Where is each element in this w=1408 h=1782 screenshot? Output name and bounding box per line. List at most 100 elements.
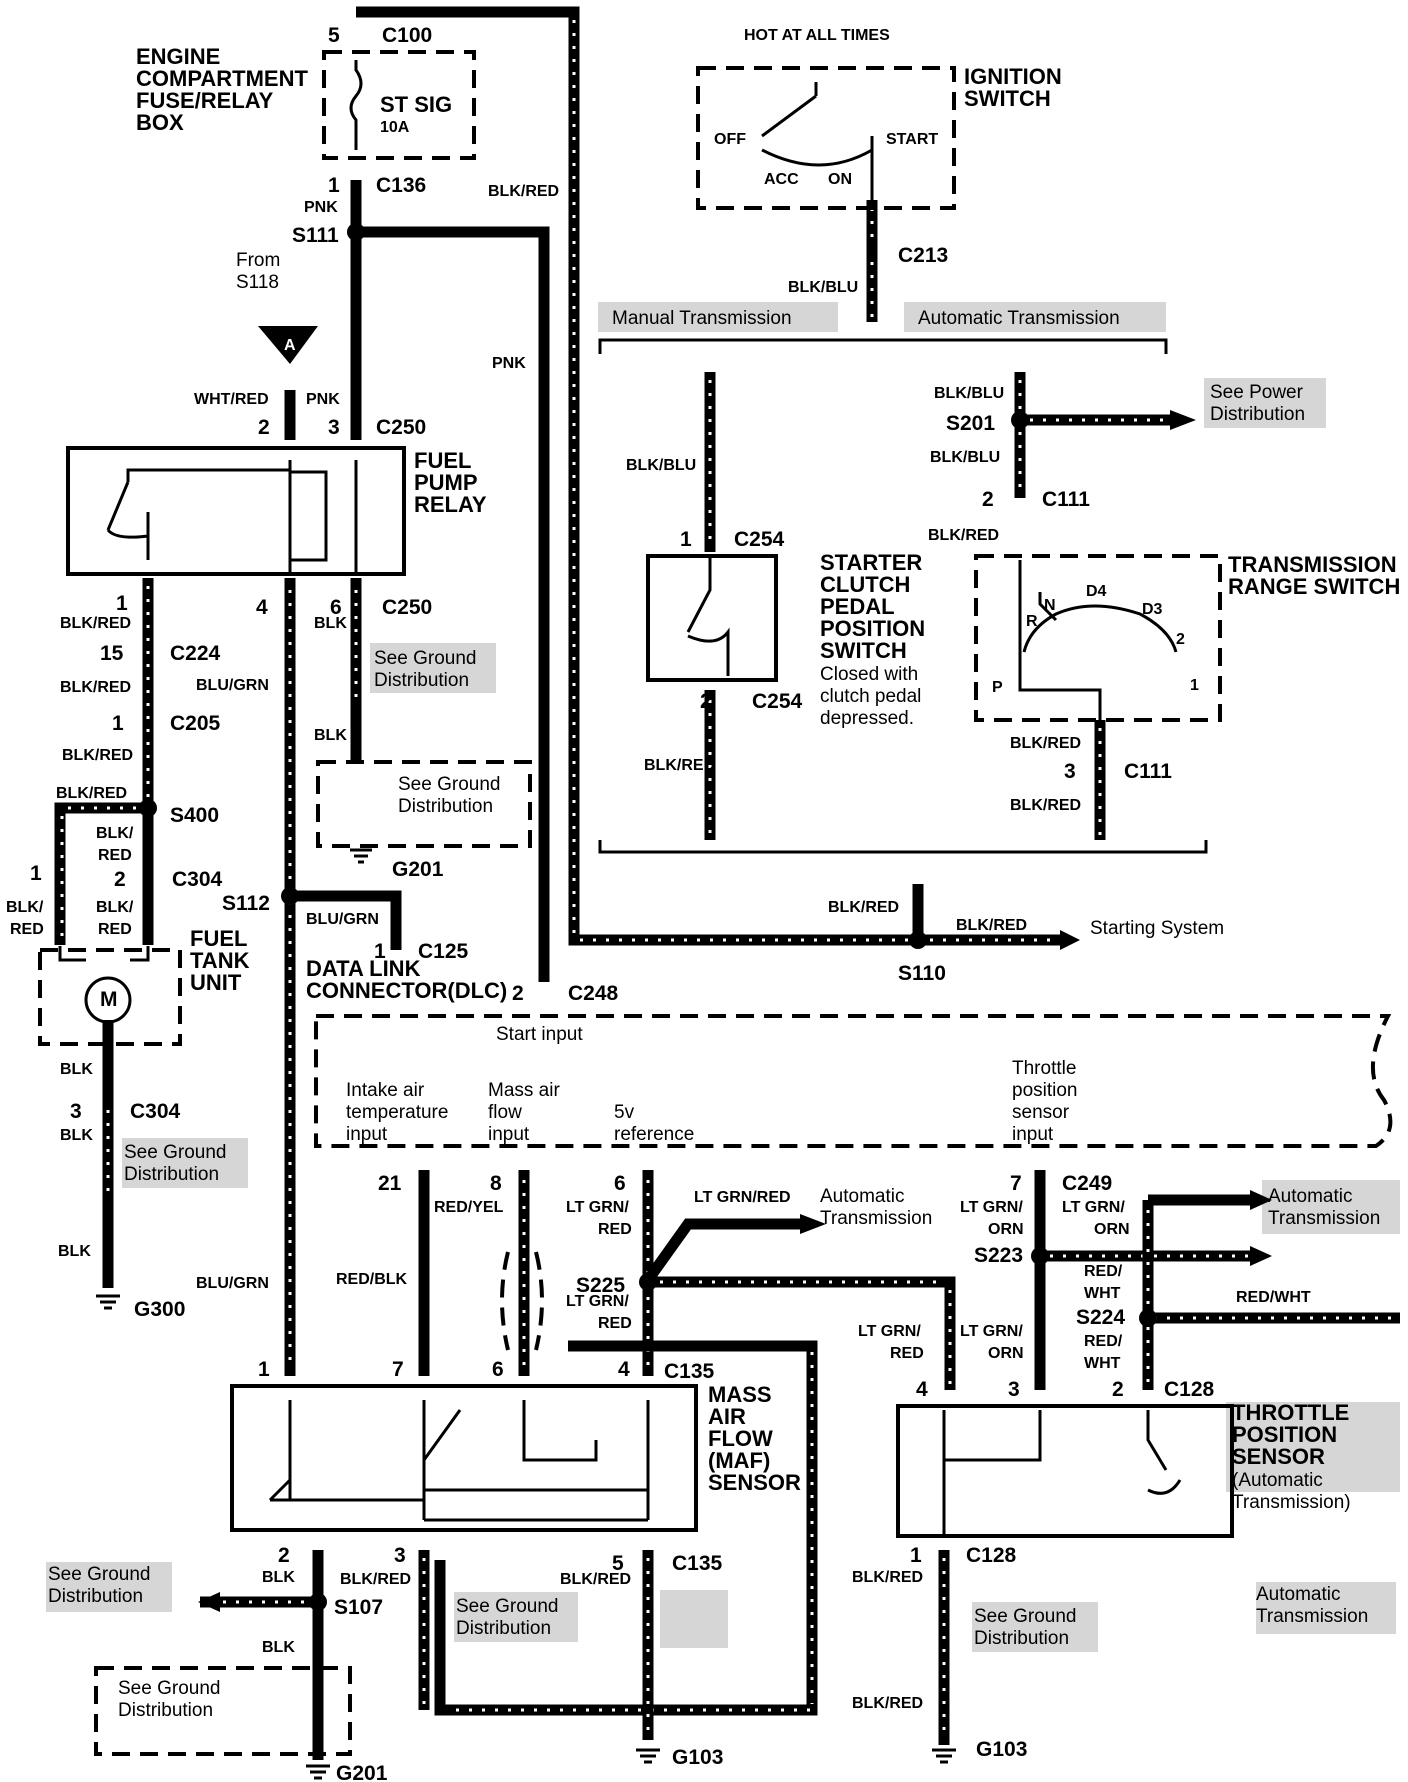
ignition-switch-label: IGNITION SWITCH <box>964 64 1062 111</box>
svg-text:temperature: temperature <box>346 1102 448 1123</box>
wire-label-blk-blu: BLK/BLU <box>930 449 1000 466</box>
svg-text:(Automatic: (Automatic <box>1232 1470 1323 1491</box>
wire-label-blu-grn: BLU/GRN <box>196 677 269 694</box>
wire-label-blk: BLK <box>262 1639 295 1656</box>
wire-label-wht: WHT <box>1084 1355 1121 1372</box>
pin-4-maf: 4 <box>618 1358 630 1381</box>
svg-text:Distribution: Distribution <box>974 1628 1069 1649</box>
svg-text:2: 2 <box>1176 631 1185 648</box>
wire-label-red: RED <box>10 921 44 938</box>
splice-s225: S225 <box>576 1274 625 1297</box>
wire-label-wht-red: WHT/RED <box>194 391 269 408</box>
pin-21-ecm: 21 <box>378 1172 402 1195</box>
svg-text:clutch pedal: clutch pedal <box>820 686 921 707</box>
svg-text:SENSOR: SENSOR <box>1232 1444 1325 1469</box>
component-boxes <box>38 50 1393 1756</box>
wire-label-blk-slash: BLK/ <box>96 825 134 842</box>
wire-label-wht: WHT <box>1084 1285 1121 1302</box>
connector-c135-bottom: C135 <box>672 1552 723 1575</box>
splice-s201: S201 <box>946 412 995 435</box>
svg-text:COMPARTMENT: COMPARTMENT <box>136 66 308 91</box>
wire-label-lt-grn-slash: LT GRN/ <box>858 1323 921 1340</box>
wire-label-red: RED <box>598 1221 632 1238</box>
svg-text:See Ground: See Ground <box>456 1596 558 1617</box>
pin-2-c111: 2 <box>982 488 994 511</box>
see-ground-maf: See Ground Distribution <box>456 1596 558 1639</box>
wire-label-orn: ORN <box>988 1221 1024 1238</box>
wire-label-blk-red: BLK/RED <box>56 785 127 802</box>
wire-label-blk-slash: BLK/ <box>6 899 44 916</box>
svg-text:PUMP: PUMP <box>414 470 478 495</box>
pin-5-maf-bottom: 5 <box>612 1552 624 1575</box>
wire-label-blk-red: BLK/RED <box>60 615 131 632</box>
svg-text:Mass air: Mass air <box>488 1080 560 1101</box>
wire-label-red-slash: RED/ <box>1084 1333 1123 1350</box>
svg-text:SWITCH: SWITCH <box>964 86 1051 111</box>
svg-text:Distribution: Distribution <box>1210 404 1305 425</box>
connector-c254-bottom: C254 <box>752 690 803 713</box>
pin-2-maf-bottom: 2 <box>278 1544 290 1567</box>
svg-text:IGNITION: IGNITION <box>964 64 1062 89</box>
ecm-mass-air-input: Mass air flow input <box>488 1080 560 1145</box>
ground-symbols <box>96 326 956 1780</box>
wire-label-red: RED <box>98 847 132 864</box>
svg-text:SENSOR: SENSOR <box>708 1470 801 1495</box>
wire-label-blk-red: BLK/RED <box>1010 797 1081 814</box>
pin-4-c128: 4 <box>916 1378 928 1401</box>
wire-label-lt-grn-slash: LT GRN/ <box>1062 1199 1125 1216</box>
svg-text:TRANSMISSION: TRANSMISSION <box>1228 552 1397 577</box>
wire-label-red-wht: RED/WHT <box>1236 1289 1311 1306</box>
wire-label-blk: BLK <box>262 1569 295 1586</box>
svg-text:5v: 5v <box>614 1102 635 1123</box>
svg-text:BOX: BOX <box>136 110 184 135</box>
svg-text:flow: flow <box>488 1102 522 1123</box>
ignition-acc: ACC <box>764 171 799 188</box>
svg-text:AIR: AIR <box>708 1404 746 1429</box>
wire-label-red: RED <box>598 1315 632 1332</box>
svg-text:Closed with: Closed with <box>820 664 918 685</box>
wire-label-blk-red: BLK/RED <box>560 1571 631 1588</box>
fuse-box-label: ENGINE COMPARTMENT FUSE/RELAY BOX <box>136 44 308 135</box>
svg-text:Throttle: Throttle <box>1012 1058 1076 1079</box>
connector-c249: C249 <box>1062 1172 1112 1195</box>
wire-label-blk-red: BLK/RED <box>60 679 131 696</box>
wire-label-blk-blu: BLK/BLU <box>788 279 858 296</box>
pin-2-c128: 2 <box>1112 1378 1124 1401</box>
connector-c248: C248 <box>568 982 619 1005</box>
see-ground-g201-bottom: See Ground Distribution <box>118 1678 220 1721</box>
svg-text:PEDAL: PEDAL <box>820 594 895 619</box>
svg-text:input: input <box>488 1124 530 1145</box>
ecm-intake-air-input: Intake air temperature input <box>346 1080 448 1145</box>
svg-text:Intake air: Intake air <box>346 1080 425 1101</box>
svg-text:See Ground: See Ground <box>118 1678 220 1699</box>
splice-s223: S223 <box>974 1244 1023 1267</box>
svg-text:input: input <box>346 1124 388 1145</box>
pin-3-maf-bottom: 3 <box>394 1544 406 1567</box>
svg-text:SWITCH: SWITCH <box>820 638 907 663</box>
pin-1-relay: 1 <box>116 592 128 615</box>
wire-label-pnk: PNK <box>306 391 340 408</box>
wire-label-lt-grn-slash: LT GRN/ <box>960 1323 1023 1340</box>
manual-transmission: Manual Transmission <box>612 308 792 329</box>
splice-s107: S107 <box>334 1596 383 1619</box>
wire-label-blu-grn: BLU/GRN <box>306 911 379 928</box>
point-a: A <box>284 337 296 354</box>
wire-label-blu-grn: BLU/GRN <box>196 1275 269 1292</box>
connector-c205: C205 <box>170 712 221 735</box>
ignition-off: OFF <box>714 131 746 148</box>
see-ground-s107: See Ground Distribution <box>48 1564 150 1607</box>
pin-7-maf: 7 <box>392 1358 404 1381</box>
wire-label-red-blk: RED/BLK <box>336 1271 408 1288</box>
pin-2-c250: 2 <box>258 416 270 439</box>
wire-label-blk-red: BLK/RED <box>828 899 899 916</box>
wire-label-blk-red: BLK/RED <box>852 1695 923 1712</box>
splice-dots <box>139 223 1157 1611</box>
pin-4-relay: 4 <box>256 596 268 619</box>
svg-text:See Ground: See Ground <box>398 774 500 795</box>
wire-label-red-slash: RED/ <box>1084 1263 1123 1280</box>
starting-system: Starting System <box>1090 918 1224 939</box>
connector-c136: C136 <box>376 174 426 197</box>
svg-text:UNIT: UNIT <box>190 970 242 995</box>
splice-s110: S110 <box>898 962 946 985</box>
